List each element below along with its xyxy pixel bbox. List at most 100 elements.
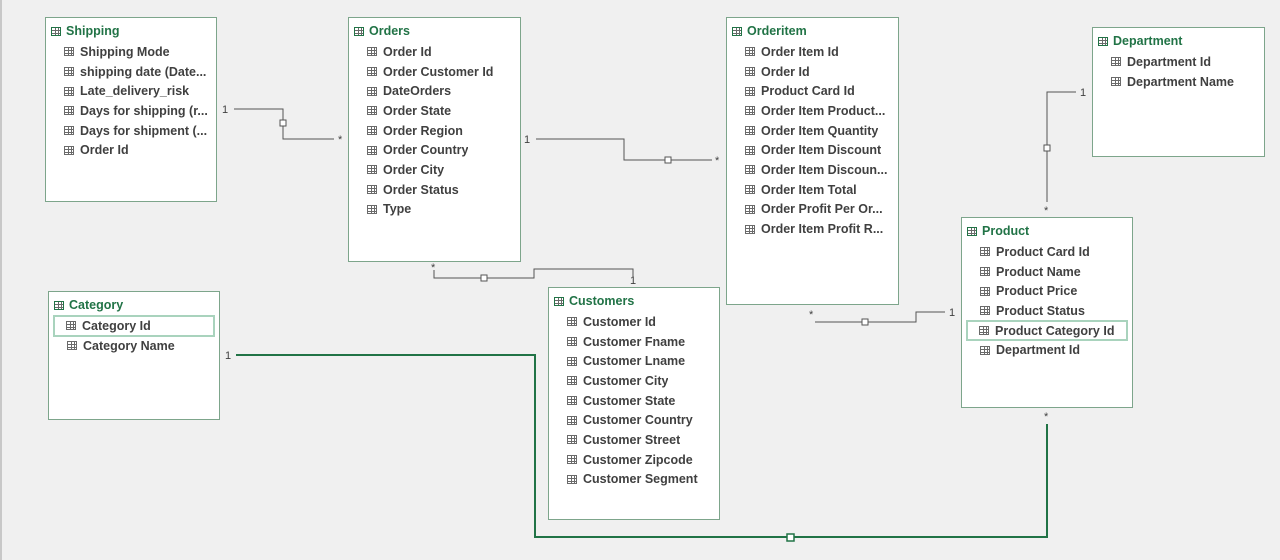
table-department[interactable]: Department Department Id Department Name [1092, 27, 1265, 157]
field-customer-fname[interactable]: Customer Fname [549, 332, 719, 352]
field-product-category-id[interactable]: Product Category Id [966, 319, 1128, 342]
field-customer-city[interactable]: Customer City [549, 371, 719, 391]
field-shipping-date[interactable]: shipping date (Date... [46, 62, 216, 82]
relationship-product-orderitem[interactable]: * 1 [809, 307, 955, 326]
field-order-item-discount[interactable]: Order Item Discount [727, 140, 898, 160]
relationship-orders-orderitem[interactable]: 1 * [524, 134, 720, 167]
cardinality-many: * [431, 262, 436, 274]
table-header[interactable]: Shipping [46, 18, 216, 40]
field-icon [367, 106, 377, 116]
field-order-item-discount-rate[interactable]: Order Item Discoun... [727, 160, 898, 180]
field-product-name[interactable]: Product Name [962, 262, 1132, 282]
table-header[interactable]: Customers [549, 288, 719, 310]
field-order-region[interactable]: Order Region [349, 121, 520, 141]
field-icon [745, 145, 755, 155]
field-label: Days for shipment (... [80, 123, 208, 138]
field-customer-street[interactable]: Customer Street [549, 430, 719, 450]
table-icon [967, 226, 977, 236]
field-department-id[interactable]: Department Id [1093, 52, 1264, 72]
table-header[interactable]: Department [1093, 28, 1264, 50]
field-order-id[interactable]: Order Id [727, 62, 898, 82]
field-order-id[interactable]: Order Id [46, 140, 216, 160]
field-order-city[interactable]: Order City [349, 160, 520, 180]
table-header[interactable]: Product [962, 218, 1132, 240]
table-header[interactable]: Orders [349, 18, 520, 40]
field-order-item-id[interactable]: Order Item Id [727, 42, 898, 62]
filter-direction-icon [1043, 144, 1051, 152]
table-product[interactable]: Product Product Card Id Product Name Pro… [961, 217, 1133, 408]
table-title: Customers [569, 294, 635, 308]
field-order-profit-per-order[interactable]: Order Profit Per Or... [727, 200, 898, 220]
field-product-price[interactable]: Product Price [962, 281, 1132, 301]
field-icon [980, 267, 990, 277]
field-product-status[interactable]: Product Status [962, 301, 1132, 321]
field-icon [745, 67, 755, 77]
table-header[interactable]: Category [49, 292, 219, 314]
field-category-name[interactable]: Category Name [49, 336, 219, 356]
table-shipping[interactable]: Shipping Shipping Mode shipping date (Da… [45, 17, 217, 202]
field-dateorders[interactable]: DateOrders [349, 81, 520, 101]
field-icon [979, 326, 989, 336]
field-icon [367, 185, 377, 195]
field-icon [64, 47, 74, 57]
field-order-customer-id[interactable]: Order Customer Id [349, 62, 520, 82]
field-icon [367, 47, 377, 57]
field-label: Order Item Discount [761, 143, 882, 158]
field-product-card-id[interactable]: Product Card Id [962, 242, 1132, 262]
relationship-category-product[interactable]: 1 * [225, 350, 1049, 542]
field-order-item-profit-ratio[interactable]: Order Item Profit R... [727, 219, 898, 239]
field-customer-id[interactable]: Customer Id [549, 312, 719, 332]
table-orderitem[interactable]: Orderitem Order Item Id Order Id Product… [726, 17, 899, 305]
field-days-for-shipment[interactable]: Days for shipment (... [46, 121, 216, 141]
field-customer-lname[interactable]: Customer Lname [549, 351, 719, 371]
table-header[interactable]: Orderitem [727, 18, 898, 40]
cardinality-one: 1 [225, 350, 231, 362]
table-category[interactable]: Category Category Id Category Name [48, 291, 220, 420]
field-icon [567, 356, 577, 366]
field-order-country[interactable]: Order Country [349, 140, 520, 160]
field-department-name[interactable]: Department Name [1093, 72, 1264, 92]
field-customer-zipcode[interactable]: Customer Zipcode [549, 450, 719, 470]
field-order-item-product[interactable]: Order Item Product... [727, 101, 898, 121]
table-customers[interactable]: Customers Customer Id Customer Fname Cus… [548, 287, 720, 520]
cardinality-many: * [1044, 205, 1049, 217]
field-order-id[interactable]: Order Id [349, 42, 520, 62]
field-label: Department Id [996, 343, 1081, 358]
field-icon [980, 247, 990, 257]
filter-direction-icon [786, 533, 795, 542]
field-label: Order Profit Per Or... [761, 202, 883, 217]
field-label: Product Card Id [996, 244, 1090, 259]
field-icon [367, 86, 377, 96]
field-shipping-mode[interactable]: Shipping Mode [46, 42, 216, 62]
field-label: Department Name [1127, 74, 1234, 89]
field-category-id[interactable]: Category Id [53, 315, 215, 337]
field-label: Customer Segment [583, 472, 698, 487]
relationship-customers-orders[interactable]: * 1 [431, 262, 636, 287]
field-customer-segment[interactable]: Customer Segment [549, 470, 719, 490]
cardinality-one: 1 [949, 307, 955, 319]
field-customer-state[interactable]: Customer State [549, 391, 719, 411]
field-department-id[interactable]: Department Id [962, 340, 1132, 360]
field-label: Order Item Total [761, 182, 857, 197]
field-customer-country[interactable]: Customer Country [549, 410, 719, 430]
relationship-shipping-orders[interactable]: 1 * [222, 104, 343, 146]
field-type[interactable]: Type [349, 200, 520, 220]
filter-direction-icon [480, 274, 488, 282]
field-order-item-quantity[interactable]: Order Item Quantity [727, 121, 898, 141]
field-order-state[interactable]: Order State [349, 101, 520, 121]
field-icon [745, 126, 755, 136]
table-orders[interactable]: Orders Order Id Order Customer Id DateOr… [348, 17, 521, 262]
field-label: Department Id [1127, 54, 1212, 69]
field-icon [567, 415, 577, 425]
field-order-status[interactable]: Order Status [349, 180, 520, 200]
field-late-delivery-risk[interactable]: Late_delivery_risk [46, 81, 216, 101]
table-icon [554, 296, 564, 306]
field-product-card-id[interactable]: Product Card Id [727, 81, 898, 101]
field-label: Order Item Quantity [761, 123, 879, 138]
relationship-department-product[interactable]: 1 * [1043, 87, 1086, 217]
field-order-item-total[interactable]: Order Item Total [727, 180, 898, 200]
field-days-for-shipping[interactable]: Days for shipping (r... [46, 101, 216, 121]
field-label: Customer Lname [583, 354, 686, 369]
field-label: Order Id [80, 143, 129, 158]
